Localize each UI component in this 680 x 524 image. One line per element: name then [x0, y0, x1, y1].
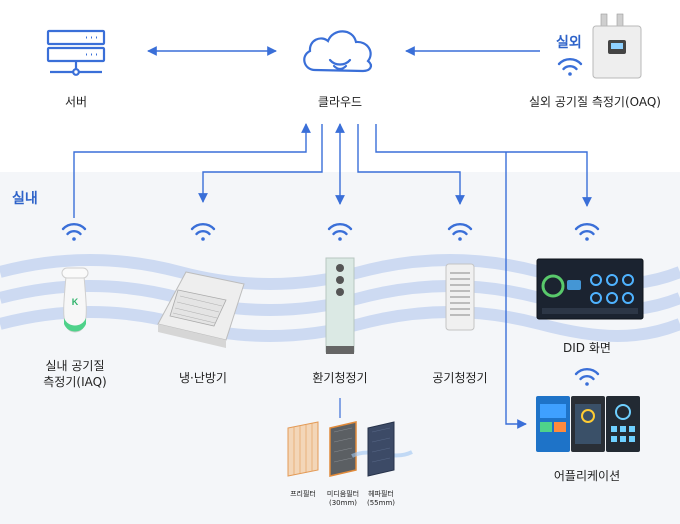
server-label: 서버 — [64, 95, 88, 109]
medium-filter-label-line2: (30mm) — [328, 499, 357, 507]
hepa-filter-icon — [351, 421, 413, 477]
iaq-label-line2: 측정기(IAQ) — [43, 375, 107, 389]
wifi-app-icon — [574, 368, 600, 386]
wifi-iaq-icon — [61, 223, 87, 241]
iaq-cloud-arrow — [73, 123, 311, 218]
iaq-badge: K — [72, 297, 79, 307]
pre-filter-label: 프리필터 — [290, 490, 316, 498]
medium-filter-icon — [329, 421, 357, 477]
purifier-label: 공기청정기 — [432, 371, 488, 385]
indoor-tag: 실내 — [12, 191, 38, 207]
pre-filter-icon — [287, 421, 319, 477]
oaq-label: 실외 공기질 측정기(OAQ) — [529, 95, 661, 109]
wifi-aircon-icon — [190, 223, 216, 241]
iaq-device-icon: K — [61, 267, 89, 333]
cloud-app-arrow — [505, 152, 527, 429]
did-screen-icon — [536, 258, 644, 320]
cloud-label: 클라우드 — [317, 95, 363, 109]
cloud-aircon-arrow — [198, 124, 323, 203]
server-icon — [46, 29, 106, 76]
wifi-oaq-icon — [557, 58, 583, 76]
cloud-did-arrow — [375, 124, 592, 207]
wifi-did-icon — [574, 223, 600, 241]
hepa-filter-label-line1: 헤파필터 — [368, 490, 394, 498]
iaq-label-line1: 실내 공기질 — [45, 359, 105, 373]
aircon-device-icon — [157, 271, 245, 348]
ventilator-device-icon — [325, 257, 355, 354]
connectors — [73, 46, 592, 429]
app-label: 어플리케이션 — [553, 469, 621, 483]
cloud-purifier-arrow — [357, 124, 465, 205]
ventilator-label: 환기청정기 — [312, 371, 368, 385]
outdoor-tag: 실외 — [556, 35, 582, 51]
app-screens-icon — [536, 396, 640, 452]
oaq-device-icon — [592, 13, 642, 79]
purifier-device-icon — [445, 263, 475, 331]
wifi-purifier-icon — [447, 223, 473, 241]
hepa-filter-label-line2: (55mm) — [366, 499, 395, 507]
cloud-icon — [303, 30, 372, 73]
medium-filter-label-line1: 미디움필터 — [326, 490, 360, 498]
did-label: DID 화면 — [563, 341, 611, 355]
aircon-label: 냉·난방기 — [179, 371, 227, 385]
wifi-ventilator-icon — [327, 223, 353, 241]
